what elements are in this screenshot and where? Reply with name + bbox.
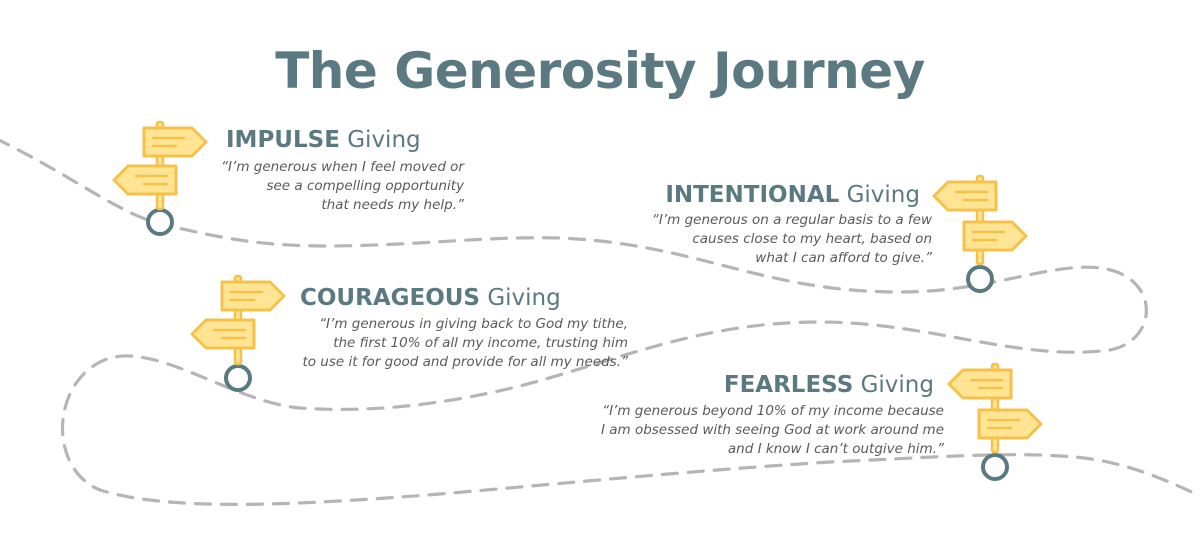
stage-marker-fearless: [981, 453, 1009, 481]
quote-line: the first 10% of all my income, trusting…: [333, 335, 628, 351]
quote-line: and I know I can’t outgive him.”: [727, 441, 944, 457]
signpost-icon: [947, 362, 1043, 454]
signpost-icon: [112, 120, 208, 211]
stage-impulse: IMPULSE Giving: [226, 127, 421, 153]
stage-marker-impulse: [146, 208, 174, 236]
stage-fearless: FEARLESS Giving: [723, 372, 934, 398]
stage-intentional: INTENTIONAL Giving: [665, 182, 920, 208]
stage-heading: IMPULSE Giving: [226, 127, 421, 153]
stage-heading: COURAGEOUS Giving: [300, 285, 561, 311]
stage-word: Giving: [860, 372, 934, 398]
quote-line: what I can afford to give.”: [755, 250, 932, 266]
signpost-icon: [190, 274, 286, 366]
quote-line: that needs my help.”: [321, 197, 464, 213]
stage-keyword: COURAGEOUS: [300, 285, 481, 311]
stage-heading: FEARLESS Giving: [723, 372, 934, 398]
quote-line: “I’m generous beyond 10% of my income be…: [602, 403, 944, 419]
stage-quote-impulse: “I’m generous when I feel moved or see a…: [221, 158, 464, 215]
signpost-icon: [932, 174, 1028, 266]
quote-line: “I’m generous on a regular basis to a fe…: [651, 212, 932, 228]
quote-line: “I’m generous in giving back to God my t…: [319, 316, 628, 332]
dashed-journey-line: [0, 138, 1200, 506]
stage-keyword: FEARLESS: [723, 372, 854, 398]
stage-word: Giving: [347, 127, 421, 153]
quote-line: “I’m generous when I feel moved or: [221, 159, 464, 175]
stage-quote-courageous: “I’m generous in giving back to God my t…: [302, 315, 628, 372]
stage-word: Giving: [487, 285, 561, 311]
stage-quote-fearless: “I’m generous beyond 10% of my income be…: [601, 402, 944, 459]
quote-line: see a compelling opportunity: [266, 178, 464, 194]
stage-courageous: COURAGEOUS Giving: [300, 285, 561, 311]
stage-heading: INTENTIONAL Giving: [665, 182, 920, 208]
stage-marker-courageous: [224, 364, 252, 392]
stage-keyword: INTENTIONAL: [665, 182, 840, 208]
stage-word: Giving: [846, 182, 920, 208]
stage-keyword: IMPULSE: [226, 127, 340, 153]
quote-line: causes close to my heart, based on: [692, 231, 932, 247]
page-title: The Generosity Journey: [275, 42, 925, 100]
stage-quote-intentional: “I’m generous on a regular basis to a fe…: [652, 211, 932, 268]
quote-line: I am obsessed with seeing God at work ar…: [600, 422, 944, 438]
stage-marker-intentional: [966, 265, 994, 293]
quote-line: to use it for good and provide for all m…: [302, 354, 628, 370]
